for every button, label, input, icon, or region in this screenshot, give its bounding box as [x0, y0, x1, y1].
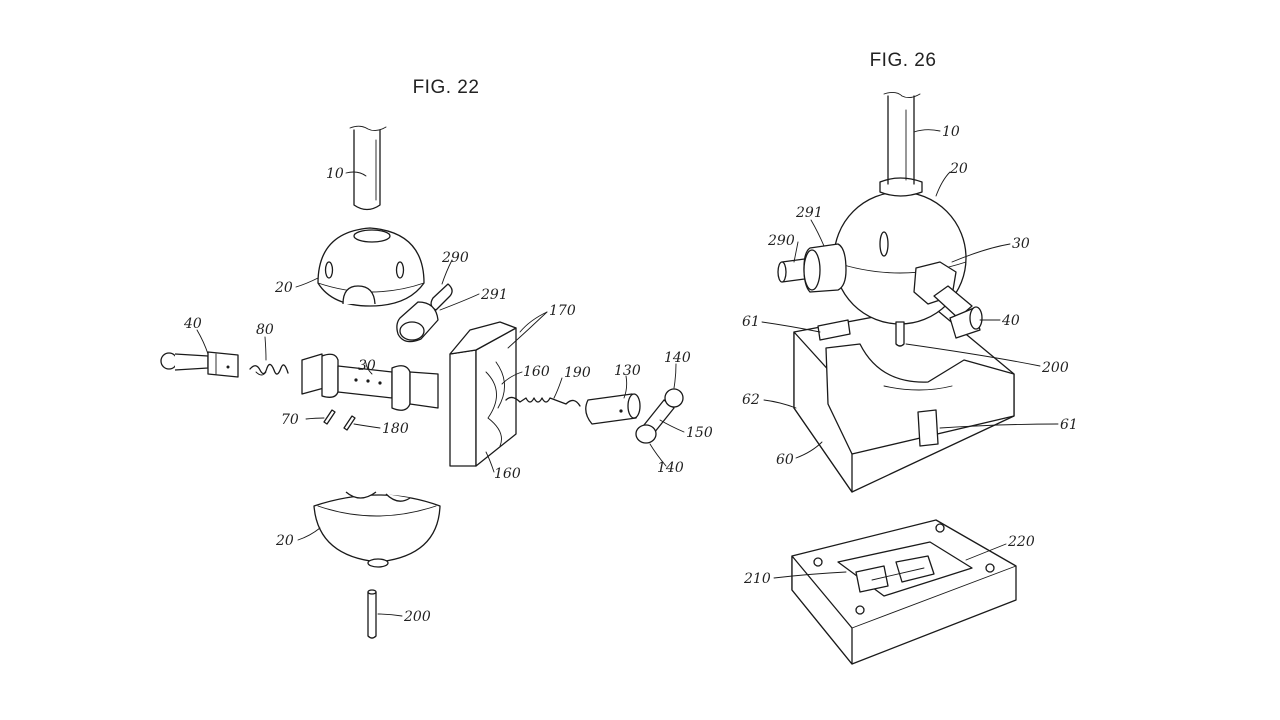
ref-10-fig26: 10	[942, 124, 960, 140]
pin-290	[430, 283, 453, 311]
ref-180: 180	[382, 421, 409, 437]
pin-290-cap-291	[777, 243, 847, 293]
pin-200-fig26	[895, 321, 905, 347]
pin-40	[160, 351, 239, 378]
ref-62: 62	[742, 392, 760, 408]
cap-291	[396, 301, 439, 343]
ref-40: 40	[183, 316, 202, 332]
fig-26-reference-numerals: 10 20 291 290 30 61 40 200 62 61 60 220 …	[742, 124, 1078, 587]
ref-20-upper: 20	[274, 280, 293, 296]
ref-220: 220	[1007, 534, 1035, 550]
upper-hemisphere-20	[317, 227, 425, 307]
shaft-assembly-30	[301, 353, 439, 411]
ref-61-left: 61	[742, 314, 760, 330]
fig-22-title: FIG. 22	[413, 77, 480, 98]
bolt-140-150	[635, 388, 684, 444]
ref-40-fig26: 40	[1001, 313, 1020, 329]
shaft-10	[349, 125, 387, 211]
ref-140-upper: 140	[664, 350, 691, 366]
spring-190	[505, 396, 581, 407]
lower-hemisphere-20	[313, 491, 441, 568]
ref-190: 190	[564, 365, 591, 381]
ref-130: 130	[614, 363, 641, 379]
fig-22: FIG. 22	[160, 77, 713, 639]
shaft-10-fig26	[883, 91, 921, 185]
ref-160-upper: 160	[523, 364, 550, 380]
ref-30-fig26: 30	[1012, 236, 1030, 252]
ref-290-fig26: 290	[767, 233, 795, 249]
ref-210: 210	[743, 571, 771, 587]
block-160	[449, 321, 517, 467]
fig-22-leader-lines	[196, 171, 685, 617]
ref-10: 10	[326, 166, 344, 182]
cylinder-130	[585, 393, 641, 425]
ref-200-fig26: 200	[1041, 360, 1069, 376]
ref-20-fig26: 20	[949, 161, 968, 177]
fig-26: FIG. 26	[742, 50, 1078, 665]
pin-70	[323, 409, 336, 425]
ref-160-lower: 160	[494, 466, 521, 482]
ref-61-right: 61	[1060, 417, 1078, 433]
ref-60: 60	[776, 452, 794, 468]
fig-26-title: FIG. 26	[870, 50, 937, 71]
pin-180	[343, 415, 356, 431]
ref-291: 291	[480, 287, 508, 303]
pin-200	[367, 589, 377, 639]
ref-150: 150	[686, 425, 713, 441]
ref-70: 70	[281, 412, 299, 428]
fig-26-leader-lines	[761, 129, 1059, 579]
ref-291-fig26: 291	[795, 205, 823, 221]
ref-200: 200	[403, 609, 431, 625]
ref-140-lower: 140	[657, 460, 684, 476]
ref-20-lower: 20	[275, 533, 294, 549]
fig-22-reference-numerals: 10 20 290 291 170 40 80 30 160 190 130 1…	[183, 166, 713, 625]
ref-30: 30	[358, 358, 376, 374]
spring-80	[249, 363, 289, 376]
ref-170: 170	[549, 303, 576, 319]
mold-220	[791, 519, 1017, 665]
nut-30-pin-40	[913, 261, 983, 339]
ref-80: 80	[256, 322, 274, 338]
ref-290: 290	[441, 250, 469, 266]
